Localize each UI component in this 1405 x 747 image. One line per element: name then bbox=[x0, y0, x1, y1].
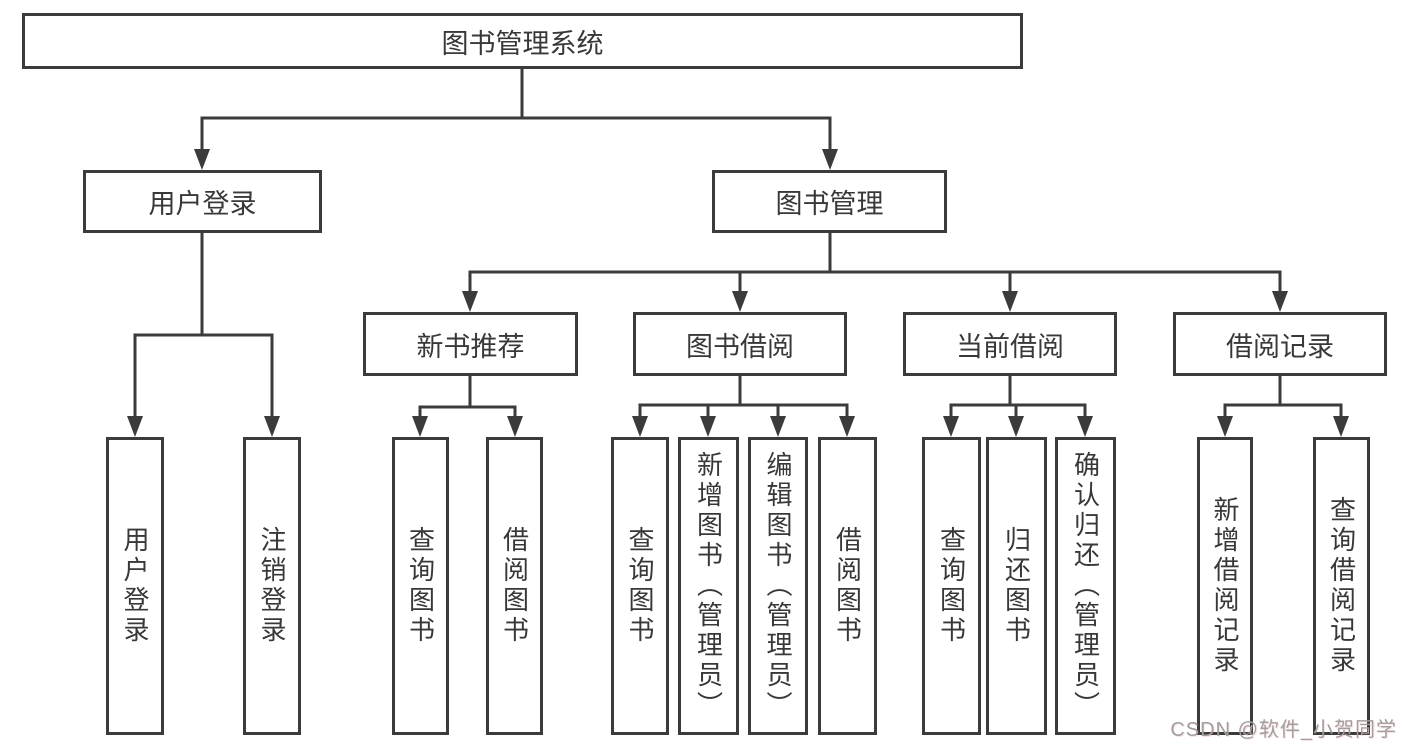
leaf-logout-label: 注销登录 bbox=[257, 526, 287, 646]
leaf-add-borrow-record-label: 新增借阅记录 bbox=[1210, 496, 1240, 676]
connector-paths bbox=[133, 67, 1343, 417]
node-root-label: 图书管理系统 bbox=[441, 28, 604, 59]
leaf-user-login: 用户登录 bbox=[106, 437, 164, 735]
node-current-borrow-label: 当前借阅 bbox=[956, 331, 1064, 362]
leaf-query-book-borrow: 查询图书 bbox=[611, 437, 669, 735]
node-book-borrow: 图书借阅 bbox=[633, 312, 847, 376]
leaf-add-book-admin-label: 新增图书（管理员） bbox=[693, 451, 724, 721]
leaf-query-book-recommend-label: 查询图书 bbox=[405, 526, 436, 646]
leaf-edit-book-admin: 编辑图书（管理员） bbox=[748, 437, 808, 735]
node-current-borrow: 当前借阅 bbox=[903, 312, 1117, 376]
node-new-book-recommend-label: 新书推荐 bbox=[416, 331, 525, 362]
node-borrow-records-label: 借阅记录 bbox=[1226, 331, 1334, 362]
leaf-query-book-current-label: 查询图书 bbox=[936, 526, 967, 646]
node-user-login-label: 用户登录 bbox=[148, 189, 257, 219]
leaf-borrow-book-recommend-label: 借阅图书 bbox=[499, 526, 530, 646]
leaf-borrow-book-label: 借阅图书 bbox=[832, 526, 863, 646]
node-book-management: 图书管理 bbox=[712, 170, 947, 233]
leaf-logout: 注销登录 bbox=[243, 437, 301, 735]
leaf-user-login-label: 用户登录 bbox=[120, 526, 150, 646]
leaf-add-book-admin: 新增图书（管理员） bbox=[678, 437, 739, 735]
leaf-confirm-return-admin: 确认归还（管理员） bbox=[1055, 437, 1116, 735]
node-book-management-label: 图书管理 bbox=[775, 189, 884, 219]
leaf-query-borrow-record-label: 查询借阅记录 bbox=[1326, 496, 1357, 676]
leaf-query-book-recommend: 查询图书 bbox=[392, 437, 449, 735]
csdn-watermark: CSDN @软件_小贺同学 bbox=[1170, 719, 1397, 741]
node-user-login: 用户登录 bbox=[83, 170, 322, 233]
arrowhead-icons bbox=[127, 149, 1349, 437]
node-new-book-recommend: 新书推荐 bbox=[363, 312, 578, 376]
node-root: 图书管理系统 bbox=[22, 13, 1023, 69]
leaf-borrow-book-recommend: 借阅图书 bbox=[486, 437, 543, 735]
leaf-borrow-book: 借阅图书 bbox=[818, 437, 877, 735]
node-book-borrow-label: 图书借阅 bbox=[686, 331, 794, 362]
leaf-query-book-current: 查询图书 bbox=[922, 437, 981, 735]
leaf-query-book-borrow-label: 查询图书 bbox=[625, 526, 655, 646]
leaf-return-book: 归还图书 bbox=[986, 437, 1047, 735]
leaf-confirm-return-admin-label: 确认归还（管理员） bbox=[1070, 451, 1101, 721]
node-borrow-records: 借阅记录 bbox=[1173, 312, 1387, 376]
leaf-edit-book-admin-label: 编辑图书（管理员） bbox=[763, 451, 793, 721]
leaf-return-book-label: 归还图书 bbox=[1001, 526, 1032, 646]
leaf-add-borrow-record: 新增借阅记录 bbox=[1197, 437, 1253, 735]
leaf-query-borrow-record: 查询借阅记录 bbox=[1313, 437, 1370, 735]
